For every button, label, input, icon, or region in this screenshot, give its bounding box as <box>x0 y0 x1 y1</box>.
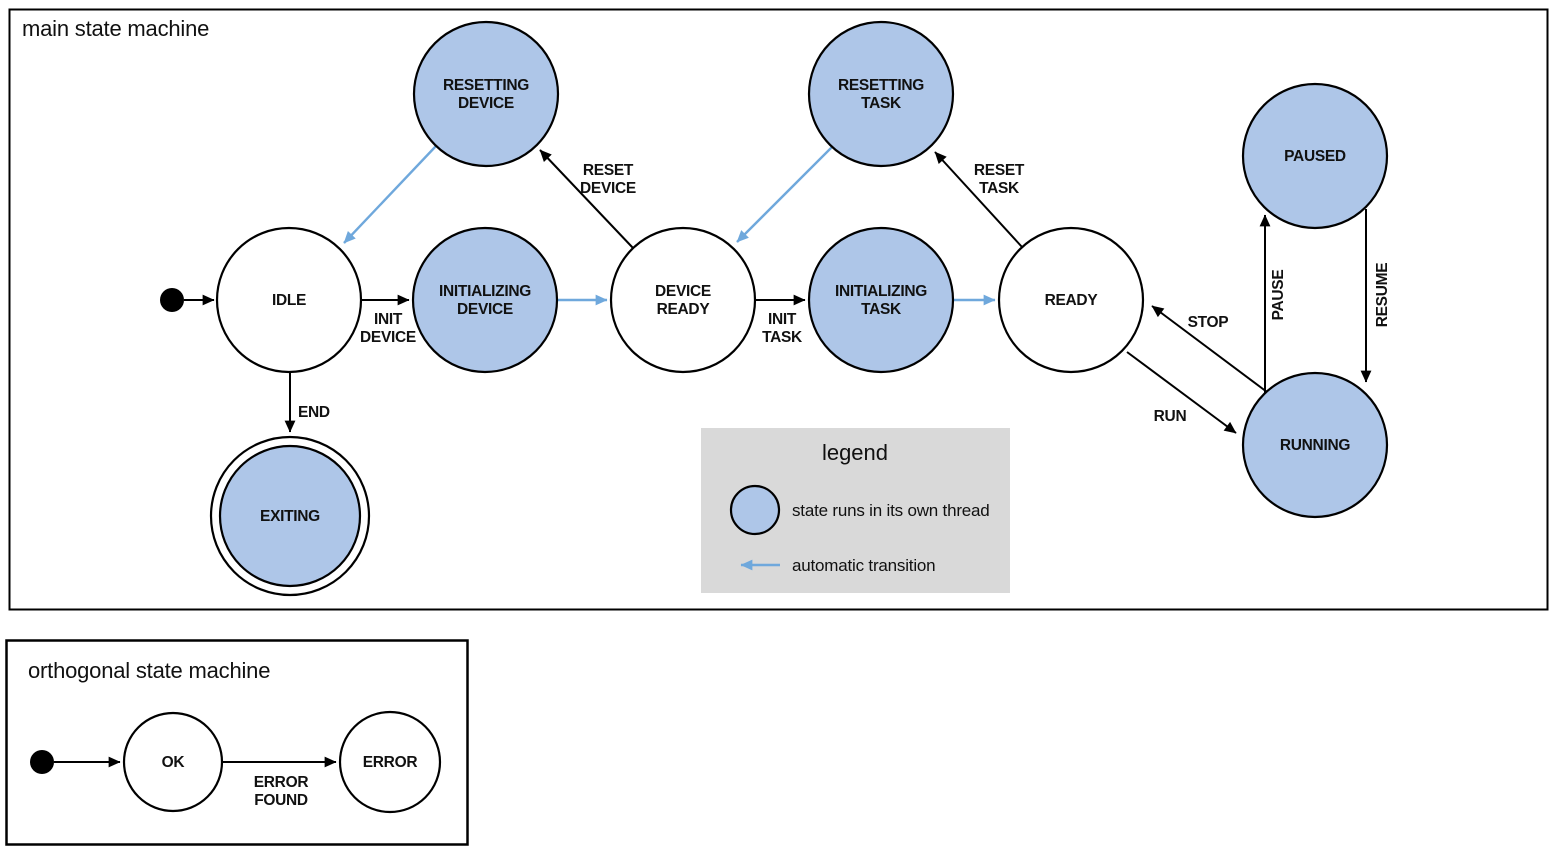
transition-init-device: INIT DEVICE <box>360 294 416 346</box>
transition-reset-task: RESET TASK <box>934 151 1025 248</box>
state-ready: READY <box>997 226 1145 374</box>
state-label: DEVICE <box>458 95 514 112</box>
state-label: OK <box>162 754 186 771</box>
orthogonal-frame-title: orthogonal state machine <box>28 658 270 683</box>
state-label: DEVICE <box>655 283 711 300</box>
state-label: ERROR <box>363 754 418 771</box>
state-initializing-task: INITIALIZING TASK <box>807 226 955 374</box>
initial-state-dot <box>160 288 184 312</box>
state-label: IDLE <box>272 292 306 309</box>
state-device-ready: DEVICE READY <box>609 226 757 374</box>
state-error: ERROR <box>338 710 442 814</box>
legend-title: legend <box>822 440 888 465</box>
transition-init-task: INIT TASK <box>755 294 806 346</box>
legend: legend state runs in its own thread auto… <box>701 428 1010 593</box>
transition-label: TASK <box>762 329 803 346</box>
transition-end: END <box>284 372 330 433</box>
state-label: INITIALIZING <box>835 283 927 300</box>
state-ok: OK <box>122 711 224 813</box>
main-states: IDLE RESETTING DEVICE INITIALIZING DEVIC… <box>209 20 1389 597</box>
transition-label: DEVICE <box>360 329 416 346</box>
state-running: RUNNING <box>1241 371 1389 519</box>
transition-label: INIT <box>374 311 403 328</box>
transition-label: DEVICE <box>580 180 636 197</box>
state-label: PAUSED <box>1284 148 1346 165</box>
state-resetting-device: RESETTING DEVICE <box>412 20 560 168</box>
orthogonal-state-machine-frame: orthogonal state machine ERROR FOUND OK … <box>5 639 469 846</box>
state-paused: PAUSED <box>1241 82 1389 230</box>
state-label: INITIALIZING <box>439 283 531 300</box>
state-label: RESETTING <box>838 77 924 94</box>
state-label: RUNNING <box>1280 437 1350 454</box>
main-frame-title: main state machine <box>22 16 209 41</box>
initial-state-dot <box>30 750 54 774</box>
transition-label: RESUME <box>1374 263 1391 328</box>
transition-label: RESET <box>974 162 1025 179</box>
transition-label: FOUND <box>254 792 308 809</box>
state-label: DEVICE <box>457 301 513 318</box>
transition-label: ERROR <box>254 774 309 791</box>
legend-auto-label: automatic transition <box>792 556 935 575</box>
state-initializing-device: INITIALIZING DEVICE <box>411 226 559 374</box>
transition-pause: PAUSE <box>1259 214 1287 395</box>
state-label: TASK <box>861 301 902 318</box>
orthogonal-frame-border <box>5 639 469 846</box>
state-resetting-task: RESETTING TASK <box>807 20 955 168</box>
transition-label: RUN <box>1154 408 1187 425</box>
transition-error-found: ERROR FOUND <box>222 756 337 809</box>
main-frame-border <box>8 8 1549 611</box>
state-label: TASK <box>861 95 902 112</box>
state-label: READY <box>1045 292 1099 309</box>
legend-threaded-label: state runs in its own thread <box>792 501 990 520</box>
main-transitions: INIT DEVICE INIT TASK RESET DEVICE <box>160 145 1391 434</box>
transition-label: PAUSE <box>1270 270 1287 321</box>
transition-run: RUN <box>1126 351 1237 434</box>
state-label: EXITING <box>260 508 320 525</box>
state-exiting-final: EXITING <box>209 435 371 597</box>
legend-threaded-state-icon <box>729 484 781 536</box>
state-idle: IDLE <box>215 226 363 374</box>
state-label: RESETTING <box>443 77 529 94</box>
transition-resume: RESUME <box>1360 209 1391 383</box>
state-label: READY <box>657 301 711 318</box>
auto-transition-resetdevice-idle <box>343 145 437 244</box>
main-state-machine-frame: main state machine INIT DEVICE INIT TASK <box>8 8 1549 611</box>
transition-reset-device: RESET DEVICE <box>539 149 636 249</box>
auto-transition-resettask-deviceready <box>736 146 833 243</box>
transition-label: STOP <box>1188 314 1229 331</box>
transition-label: END <box>298 404 330 421</box>
transition-label: RESET <box>583 162 634 179</box>
transition-stop: STOP <box>1151 305 1268 393</box>
transition-label: INIT <box>768 311 797 328</box>
transition-label: TASK <box>979 180 1020 197</box>
